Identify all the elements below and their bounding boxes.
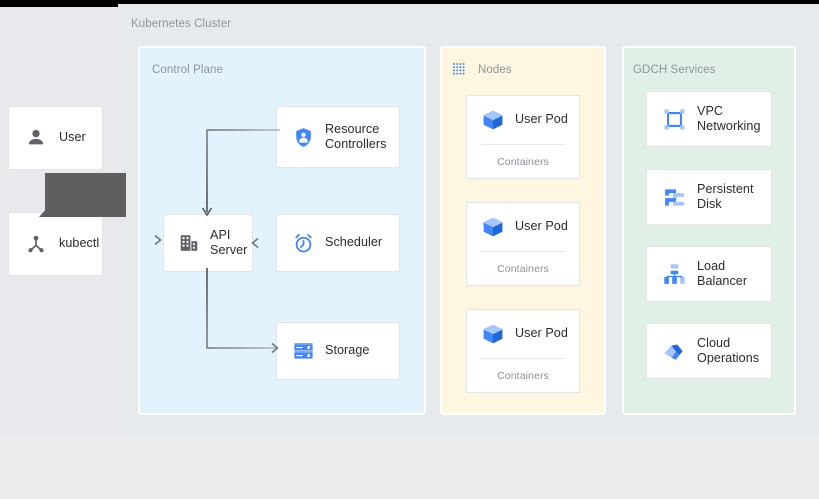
pod-divider — [481, 251, 565, 252]
pod-divider — [481, 358, 565, 359]
node-user-pod[interactable]: User Pod Containers — [466, 95, 580, 179]
node-user-pod[interactable]: User Pod Containers — [466, 309, 580, 393]
connector-kubectl-to-api-server — [103, 234, 162, 246]
load-balancer-icon — [661, 262, 687, 287]
tooltip-overlay-artifact — [39, 173, 126, 217]
person-icon — [23, 127, 49, 149]
cube-icon — [481, 322, 505, 346]
top-black-bar-left — [0, 0, 118, 7]
user-pod-header: User Pod — [467, 96, 579, 144]
shield-person-icon — [291, 126, 315, 149]
user-pod-header: User Pod — [467, 203, 579, 251]
node-resource-controllers-label: Resource Controllers — [325, 121, 387, 151]
cube-icon — [481, 215, 505, 239]
node-vpc-networking[interactable]: VPC Networking — [646, 91, 772, 147]
node-kubectl[interactable]: kubectl — [8, 212, 103, 276]
cluster-group-label: Kubernetes Cluster — [131, 18, 232, 30]
node-load-balancer[interactable]: Load Balancer — [646, 246, 772, 302]
node-persistent-disk-label: Persistent Disk — [697, 181, 754, 211]
alarm-clock-icon — [291, 232, 315, 255]
node-cloud-operations-label: Cloud Operations — [697, 335, 760, 365]
node-persistent-disk[interactable]: Persistent Disk — [646, 169, 772, 225]
node-cloud-operations[interactable]: Cloud Operations — [646, 323, 772, 379]
connector-scheduler-to-api-server — [251, 237, 277, 249]
node-api-server[interactable]: API Server — [163, 214, 253, 272]
pod-divider — [481, 144, 565, 145]
node-load-balancer-label: Load Balancer — [697, 258, 748, 288]
node-api-server-label: API Server — [210, 227, 248, 257]
top-black-bar-right — [118, 0, 819, 4]
node-user-label: User — [59, 130, 86, 145]
user-pod-label: User Pod — [515, 112, 568, 127]
cube-icon — [481, 108, 505, 132]
node-user[interactable]: User — [8, 106, 103, 170]
user-pod-containers-label: Containers — [497, 263, 549, 275]
dotted-grid-icon — [452, 62, 467, 77]
node-storage[interactable]: Storage — [276, 322, 400, 380]
node-scheduler-label: Scheduler — [325, 235, 383, 250]
node-kubectl-label: kubectl — [59, 236, 100, 251]
user-pod-containers-label: Containers — [497, 156, 549, 168]
node-storage-label: Storage — [325, 343, 370, 358]
cloud-operations-icon — [661, 339, 687, 364]
node-user-pod[interactable]: User Pod Containers — [466, 202, 580, 286]
node-resource-controllers[interactable]: Resource Controllers — [276, 106, 400, 168]
zone-control-plane-title: Control Plane — [152, 64, 223, 76]
connector-resource-controllers-to-api-server — [201, 129, 280, 217]
user-pod-containers-label: Containers — [497, 370, 549, 382]
user-pod-label: User Pod — [515, 326, 568, 341]
user-pod-label: User Pod — [515, 219, 568, 234]
user-pod-header: User Pod — [467, 310, 579, 358]
node-vpc-networking-label: VPC Networking — [697, 103, 761, 133]
tooltip-tail — [39, 208, 47, 217]
connector-api-server-to-storage — [206, 268, 279, 354]
persistent-disk-icon — [661, 185, 687, 210]
building-icon — [177, 232, 201, 254]
node-graph-icon — [23, 233, 49, 255]
node-scheduler[interactable]: Scheduler — [276, 214, 400, 272]
zone-nodes-title: Nodes — [478, 64, 512, 76]
zone-gdch-services-title: GDCH Services — [633, 64, 716, 76]
bottom-backdrop-pane — [0, 435, 819, 499]
vpc-networking-icon — [661, 107, 687, 132]
server-rack-icon — [291, 340, 315, 363]
